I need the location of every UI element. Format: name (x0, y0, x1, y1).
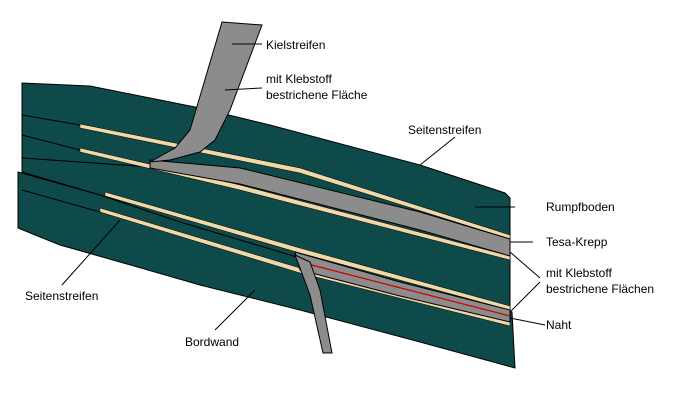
leader-bordwand (214, 289, 256, 331)
leader-klebstoff-flaechen-a (509, 251, 541, 279)
label-klebstoff-flaechen-line2: bestrichene Flächen (546, 282, 654, 296)
label-tesa-krepp: Tesa-Krepp (546, 235, 608, 249)
lower-tape-strip (294, 254, 333, 354)
label-seitenstreifen-top: Seitenstreifen (408, 123, 481, 137)
plank-line-3 (21, 171, 101, 196)
leader-seitenstreifen-top (419, 136, 456, 166)
plank-line-1 (21, 114, 81, 126)
label-klebstoff-flaechen-line1: mit Klebstoff (546, 266, 612, 280)
tesa-krepp-band-top (149, 159, 511, 257)
kielstreifen-strip (149, 21, 263, 163)
label-naht: Naht (546, 318, 572, 332)
leader-seitenstreifen-left (61, 219, 121, 286)
plank-line-4 (21, 189, 101, 213)
label-kielstreifen: Kielstreifen (266, 38, 325, 52)
label-rumpfboden: Rumpfboden (546, 200, 615, 214)
label-klebstoff-flaeche-line1: mit Klebstoff (266, 72, 332, 86)
leader-klebstoff-flaeche (224, 87, 263, 91)
seam-line (299, 261, 511, 317)
label-bordwand: Bordwand (185, 335, 239, 349)
leader-klebstoff-flaechen-b (509, 281, 541, 313)
label-seitenstreifen-left: Seitenstreifen (25, 289, 98, 303)
label-klebstoff-flaeche-line2: bestrichene Fläche (266, 88, 368, 102)
glue-strip-2 (79, 147, 511, 261)
plank-line-2 (21, 134, 81, 151)
leader-naht (509, 317, 546, 326)
tesa-krepp-band-bottom (294, 251, 511, 323)
